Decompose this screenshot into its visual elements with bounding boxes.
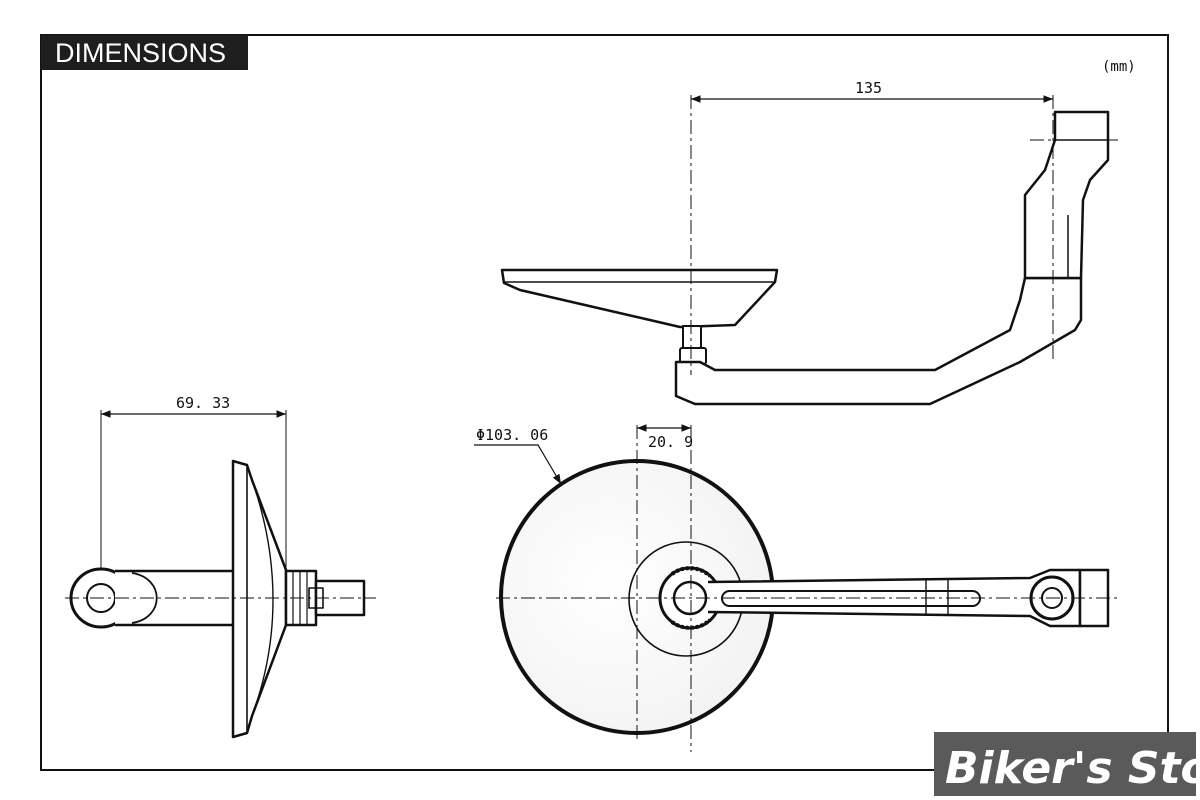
title-banner: DIMENSIONS [41,35,248,70]
dimension-diameter: Φ103. 06 [474,426,562,485]
watermark-text: Biker's Store [945,743,1200,794]
title: DIMENSIONS [55,38,226,68]
dim-label-69-33: 69. 33 [176,394,230,412]
front-view [499,459,1110,735]
dimension-side-depth: 69. 33 [101,394,286,418]
dim-label-diameter: Φ103. 06 [476,426,548,444]
side-view [69,459,366,739]
unit-label: (mm) [1102,59,1136,75]
dim-label-20-9: 20. 9 [648,433,693,451]
drawing-frame [40,34,1169,771]
dimension-arm-reach: 135 [691,79,1053,103]
top-elevation-view [500,110,1110,406]
dimension-offset: 20. 9 [637,424,693,451]
dim-label-135: 135 [855,79,882,97]
watermark-logo: Biker's Store [934,732,1200,796]
